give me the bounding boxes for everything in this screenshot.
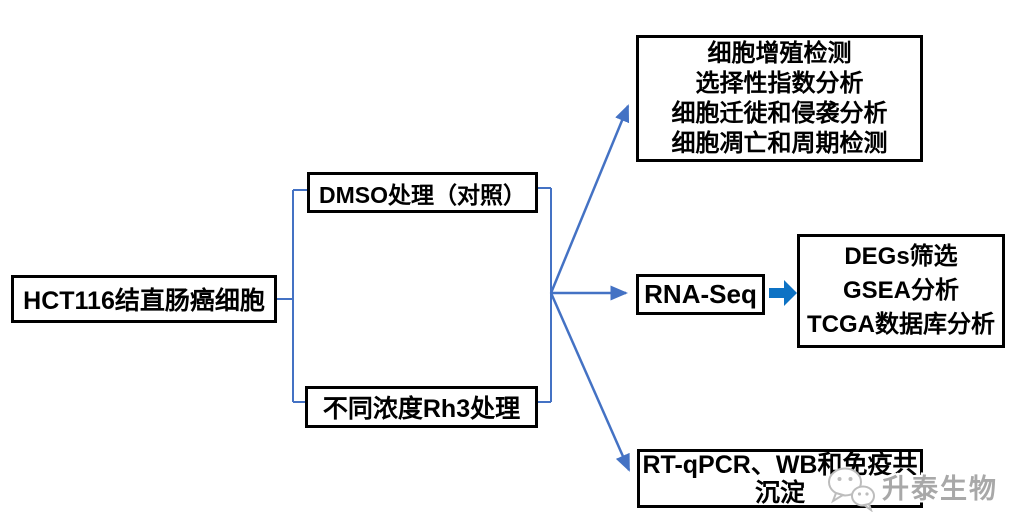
validation-line-1: RT-qPCR、WB和免疫共 (642, 450, 918, 479)
connector-merge-bracket (538, 187, 552, 403)
validation-line-2: 沉淀 (754, 478, 805, 507)
node-hct116-cells: HCT116结直肠癌细胞 (11, 275, 277, 323)
node-rh3-treatment: 不同浓度Rh3处理 (305, 386, 538, 428)
rna-seq-label: RNA-Seq (644, 279, 757, 309)
node-hct116-label: HCT116结直肠癌细胞 (23, 287, 265, 315)
node-dmso-label: DMSO处理（对照） (319, 181, 526, 208)
assays-line-2: 选择性指数分析 (695, 69, 864, 97)
analysis-line-3: TCGA数据库分析 (807, 311, 995, 338)
node-rna-seq: RNA-Seq (636, 274, 765, 315)
assays-line-4: 细胞凋亡和周期检测 (671, 129, 888, 157)
arrow-to-validation (549, 292, 631, 472)
connector-source-bracket (277, 189, 307, 403)
node-validation-experiments: RT-qPCR、WB和免疫共 沉淀 (637, 449, 923, 508)
thick-arrow-rnaseq-to-analysis (769, 280, 797, 306)
watermark-text: 升泰生物 (882, 473, 998, 504)
analysis-line-1: DEGs筛选 (844, 243, 958, 270)
node-cell-assays: 细胞增殖检测 选择性指数分析 细胞迁徙和侵袭分析 细胞凋亡和周期检测 (636, 35, 923, 162)
analysis-line-2: GSEA分析 (842, 277, 959, 304)
node-rh3-label: 不同浓度Rh3处理 (322, 395, 521, 423)
node-dmso-control: DMSO处理（对照） (307, 172, 538, 213)
watermark: 升泰生物 (826, 460, 998, 512)
wechat-chat-bubbles-icon (828, 467, 875, 512)
node-bioinformatics-analysis: DEGs筛选 GSEA分析 TCGA数据库分析 (797, 234, 1005, 348)
assays-line-1: 细胞增殖检测 (707, 39, 852, 67)
assays-line-3: 细胞迁徙和侵袭分析 (671, 99, 888, 127)
arrow-to-assays (549, 104, 630, 294)
